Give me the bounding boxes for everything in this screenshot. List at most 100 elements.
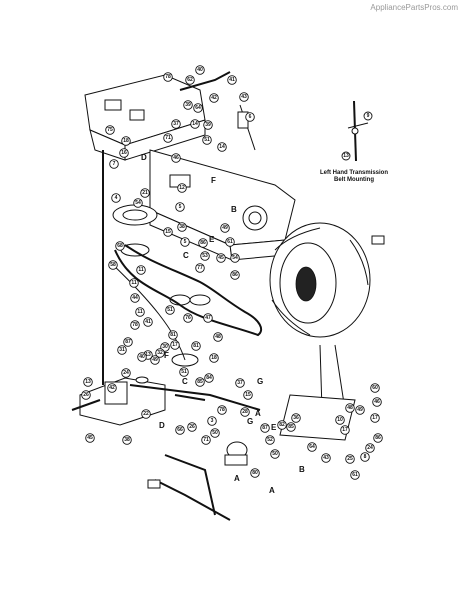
callout-98: 10 — [335, 415, 345, 425]
callout-number: 39 — [185, 102, 191, 108]
reference-letter: G — [257, 377, 263, 386]
callout-89: 25 — [345, 454, 355, 464]
callout-circle — [85, 433, 95, 443]
callout-number: 43 — [323, 455, 329, 461]
callout-circle — [108, 260, 118, 270]
callout-circle — [163, 227, 173, 237]
callout-circle — [355, 405, 365, 415]
callout-8: 14 — [190, 119, 200, 129]
callout-circle — [321, 453, 331, 463]
callout-number: 53 — [202, 253, 208, 259]
callout-16: 16 — [119, 148, 129, 158]
callout-number: 30 — [162, 344, 168, 350]
callout-11: 37 — [171, 119, 181, 129]
callout-58: 49 — [150, 355, 160, 365]
callout-number: 86 — [232, 272, 238, 278]
callout-circle — [230, 270, 240, 280]
callout-92: 46 — [372, 397, 382, 407]
callout-93: 17 — [370, 413, 380, 423]
callout-circle — [130, 293, 140, 303]
pedal-pad — [224, 454, 248, 466]
callout-circle — [155, 348, 165, 358]
callout-70: 78 — [217, 405, 227, 415]
svg-text:9: 9 — [367, 113, 370, 119]
callout-number: 78 — [165, 74, 171, 80]
callout-circle — [170, 340, 180, 350]
callout-84: 85 — [286, 422, 296, 432]
callout-83: 82 — [277, 420, 287, 430]
callout-90: 61 — [350, 470, 360, 480]
reference-letter: A — [255, 409, 261, 418]
callout-number: 26 — [189, 424, 195, 430]
callout-circle — [117, 345, 127, 355]
callout-79: 52 — [265, 435, 275, 445]
callout-circle — [171, 153, 181, 163]
callout-circle — [175, 202, 185, 212]
callout-number: 61 — [227, 239, 233, 245]
callout-number: 77 — [197, 265, 203, 271]
callout-number: 4 — [115, 195, 118, 201]
callout-number: 54 — [232, 255, 238, 261]
callout-circle — [195, 377, 205, 387]
callout-2: 40 — [195, 65, 205, 75]
callout-circle — [121, 368, 131, 378]
callout-number: 51 — [204, 137, 210, 143]
callout-26: 38 — [177, 222, 187, 232]
callout-circle — [213, 332, 223, 342]
callout-circle — [201, 435, 211, 445]
callout-circle — [291, 413, 301, 423]
callout-12: 39 — [203, 120, 213, 130]
callout-43: 78 — [130, 320, 140, 330]
callout-circle — [187, 422, 197, 432]
callout-circle — [122, 435, 132, 445]
callout-24: 5 — [175, 202, 185, 212]
callout-circle — [245, 112, 255, 122]
callout-circle — [207, 416, 217, 426]
callout-circle — [372, 397, 382, 407]
callout-number: 49 — [152, 357, 158, 363]
callout-number: 60 — [372, 385, 378, 391]
callout-number: 85 — [197, 379, 203, 385]
callout-number: 75 — [107, 127, 113, 133]
callout-circle — [179, 367, 189, 377]
callout-number: 46 — [173, 155, 179, 161]
clutch-pedal-arm — [164, 454, 216, 516]
callout-circle — [335, 415, 345, 425]
callout-number: 5 — [179, 204, 182, 210]
callout-circle — [160, 342, 170, 352]
drive-belt-assembly — [109, 204, 263, 367]
callout-number: 24 — [367, 445, 373, 451]
callout-circle — [203, 120, 213, 130]
callout-circle — [129, 278, 139, 288]
reference-letter: C — [183, 251, 189, 260]
callout-circle — [168, 330, 178, 340]
callout-75: 26 — [187, 422, 197, 432]
callout-number: 15 — [165, 229, 171, 235]
callout-97: 49 — [355, 405, 365, 415]
callout-number: 41 — [229, 77, 235, 83]
callout-number: 13 — [85, 379, 91, 385]
callout-circle — [270, 449, 280, 459]
callout-number: 82 — [279, 422, 285, 428]
callout-41: 44 — [130, 293, 140, 303]
callout-number: 42 — [109, 385, 115, 391]
callout-94: 86 — [373, 433, 383, 443]
callout-number: 24 — [123, 370, 129, 376]
callout-circle — [373, 433, 383, 443]
callout-number: 46 — [374, 399, 380, 405]
callout-37: 77 — [195, 263, 205, 273]
callout-number: 12 — [179, 185, 185, 191]
callout-circle — [119, 148, 129, 158]
callout-69: 84 — [204, 373, 214, 383]
callout-number: 87 — [125, 339, 131, 345]
callout-71: 37 — [235, 378, 245, 388]
inset-caption-line1: Left Hand Transmission — [319, 170, 388, 176]
callout-circle — [83, 377, 93, 387]
callout-5: 42 — [209, 93, 219, 103]
callout-number: 6 — [249, 114, 252, 120]
callout-circle — [365, 443, 375, 453]
callout-circle — [200, 251, 210, 261]
callout-59: 40 — [137, 352, 147, 362]
